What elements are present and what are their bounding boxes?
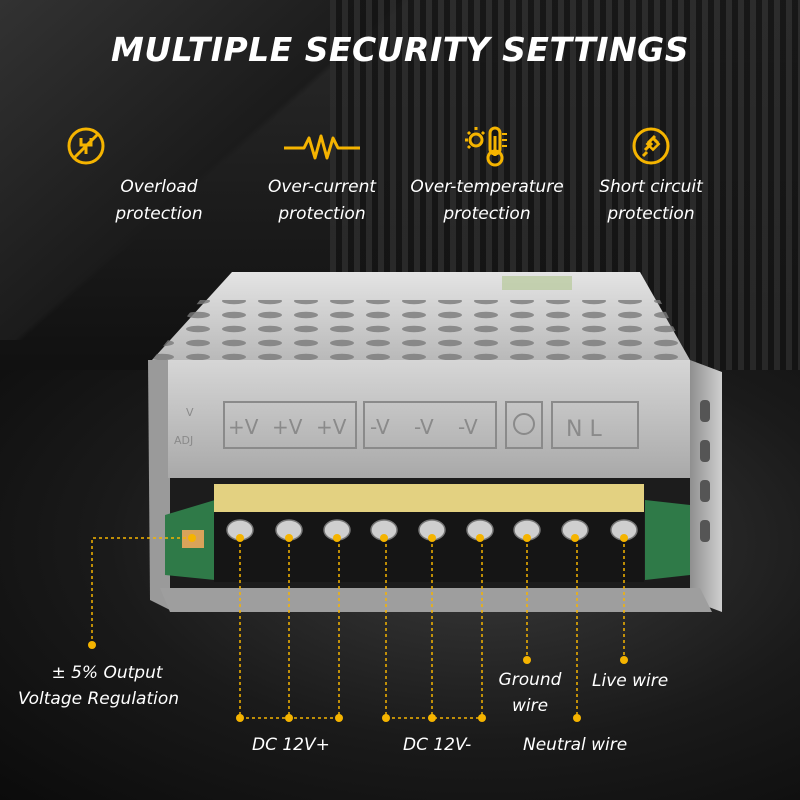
callout-ground-line1: Ground	[498, 670, 562, 690]
callout-regulation-line1: ± 5% Output	[51, 663, 163, 683]
feature-over-current: Over-current protection	[227, 124, 417, 228]
feature-label-line2: protection	[607, 204, 695, 224]
feature-label-line1: Over-current	[267, 177, 377, 197]
terminal-label-minus-3: -V	[458, 415, 478, 439]
feature-label-line2: protection	[115, 204, 203, 224]
callout-regulation-line2: Voltage Regulation	[18, 689, 180, 709]
terminal-label-plus-2: +V	[272, 415, 303, 439]
adj-label-bottom: ADJ	[174, 434, 193, 447]
callout-dc-minus: DC 12V-	[403, 735, 472, 755]
feature-over-temperature: Over-temperature protection	[392, 124, 582, 228]
feature-label-line2: protection	[443, 204, 531, 224]
feature-label-line1: Overload	[120, 177, 198, 197]
feature-label-line1: Short circuit	[599, 177, 703, 197]
adj-label-top: V	[186, 406, 194, 419]
short-circuit-icon	[556, 124, 746, 168]
callout-ground-line2: wire	[511, 696, 549, 716]
terminal-label-minus-2: -V	[414, 415, 434, 439]
feature-overload: Overload protection	[64, 124, 254, 228]
callout-regulation-2: Voltage Regulation	[18, 686, 179, 712]
page-title: MULTIPLE SECURITY SETTINGS	[111, 30, 689, 69]
thermometer-icon	[392, 124, 582, 168]
terminal-label-plus-1: +V	[228, 415, 259, 439]
waveform-icon	[227, 124, 417, 168]
callout-ground: Ground wire	[494, 667, 566, 719]
feature-label-line1: Over-temperature	[410, 177, 564, 197]
overload-icon	[64, 124, 254, 168]
callout-live: Live wire	[592, 671, 669, 691]
feature-short-circuit: Short circuit protection	[556, 124, 746, 228]
callout-regulation: ± 5% Output	[42, 660, 172, 686]
terminal-label-minus-1: -V	[370, 415, 390, 439]
callout-neutral: Neutral wire	[523, 735, 628, 755]
callout-dc-plus: DC 12V+	[252, 735, 330, 755]
terminal-label-plus-3: +V	[316, 415, 347, 439]
terminal-label-nl: N L	[566, 417, 602, 442]
feature-label-line2: protection	[278, 204, 366, 224]
